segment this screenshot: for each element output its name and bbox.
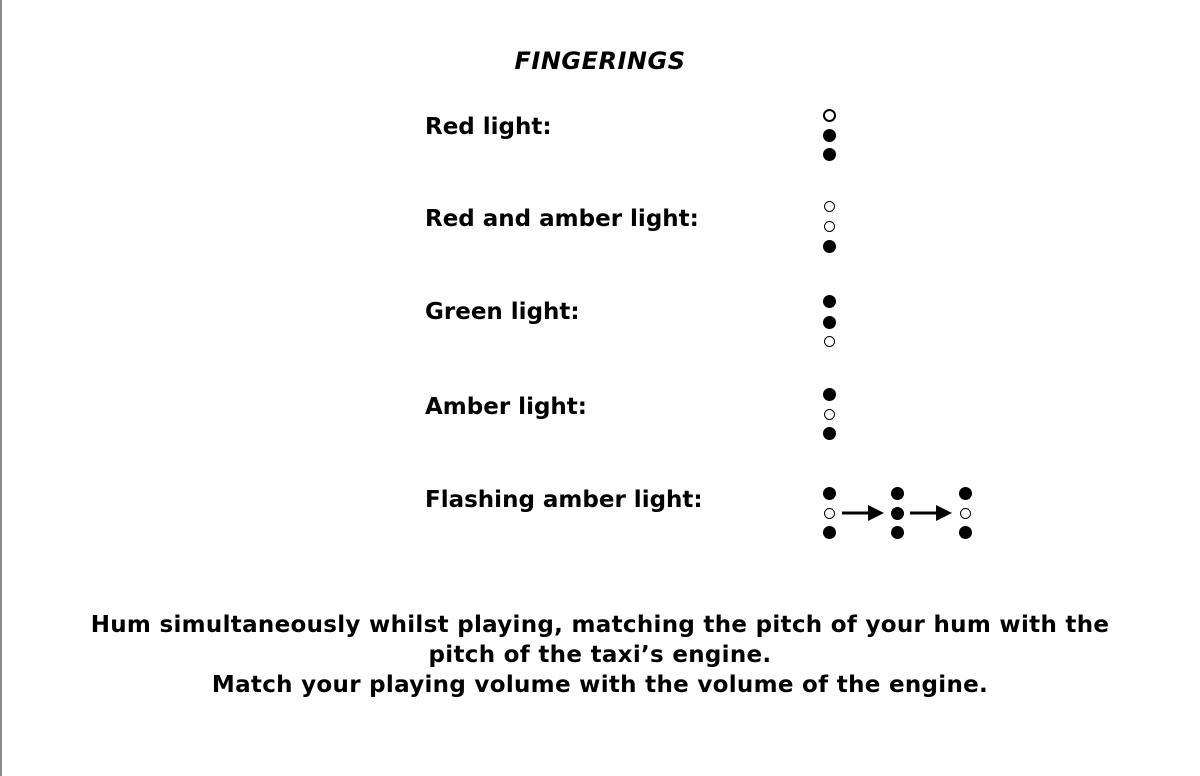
open-hole-icon [823, 220, 835, 232]
closed-hole-icon [958, 487, 972, 500]
fingering-chart-green [822, 286, 836, 356]
closed-hole-icon [890, 526, 904, 539]
open-hole-icon [823, 507, 835, 519]
fingering-hole-column [822, 109, 836, 161]
fingering-label-amber: Amber light: [425, 394, 587, 420]
open-hole-icon [823, 408, 835, 420]
closed-hole-icon [822, 295, 836, 308]
closed-hole-icon [822, 427, 836, 440]
open-hole-icon [822, 109, 836, 122]
instruction-line: Match your playing volume with the volum… [211, 672, 989, 698]
fingering-hole-column [958, 487, 972, 539]
fingering-label-flashing-amber: Flashing amber light: [425, 487, 703, 513]
instruction-line: pitch of the taxi’s engine. [428, 642, 772, 668]
right-arrow-icon [904, 503, 958, 523]
fingering-label-red-and-amber: Red and amber light: [425, 206, 699, 232]
fingering-chart-amber [822, 379, 836, 449]
page-border [0, 0, 2, 776]
playing-instructions: Hum simultaneously whilst playing, match… [0, 610, 1200, 700]
closed-hole-icon [890, 506, 904, 520]
closed-hole-icon [822, 128, 836, 142]
closed-hole-icon [958, 526, 972, 539]
fingering-chart-red [822, 100, 836, 170]
closed-hole-icon [822, 487, 836, 500]
fingering-hole-column [822, 388, 836, 440]
right-arrow-icon [836, 503, 890, 523]
closed-hole-icon [822, 240, 836, 253]
fingering-hole-column [822, 487, 836, 539]
fingering-label-green: Green light: [425, 299, 580, 325]
closed-hole-icon [822, 148, 836, 161]
fingering-hole-column [822, 295, 836, 347]
fingering-chart-flashing-amber [822, 478, 972, 548]
closed-hole-icon [822, 388, 836, 401]
closed-hole-icon [890, 487, 904, 500]
closed-hole-icon [822, 526, 836, 539]
closed-hole-icon [822, 315, 836, 329]
fingering-hole-column [822, 201, 836, 253]
fingering-label-red: Red light: [425, 114, 552, 140]
instruction-line: Hum simultaneously whilst playing, match… [90, 612, 1110, 638]
page-title: FINGERINGS [514, 47, 686, 75]
open-hole-icon [823, 201, 835, 212]
fingering-chart-red-and-amber [822, 192, 836, 262]
fingering-hole-column [890, 487, 904, 539]
open-hole-icon [959, 507, 971, 519]
open-hole-icon [823, 336, 835, 347]
